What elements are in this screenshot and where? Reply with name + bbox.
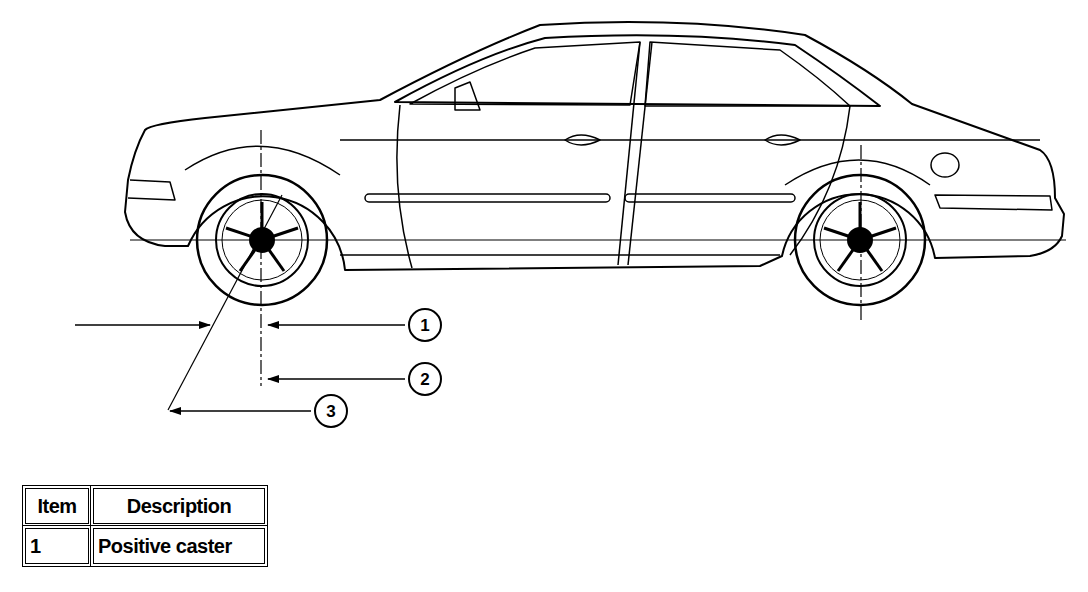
table-cell: Positive caster <box>98 535 232 558</box>
table-header: Item <box>37 495 76 518</box>
callout-circle: 3 <box>314 394 348 428</box>
table-cell-box: 1 <box>22 525 92 567</box>
callout-circle: 2 <box>408 362 442 396</box>
table-cell-box: Description <box>90 485 268 527</box>
callout-number: 3 <box>326 403 335 420</box>
table-header: Description <box>127 495 232 518</box>
table-cell: 1 <box>30 535 41 558</box>
callout-circle: 1 <box>408 308 442 342</box>
callout-number: 1 <box>420 317 429 334</box>
callout-number: 2 <box>420 371 429 388</box>
table-cell-box: Positive caster <box>90 525 268 567</box>
table-cell-box: Item <box>22 485 92 527</box>
